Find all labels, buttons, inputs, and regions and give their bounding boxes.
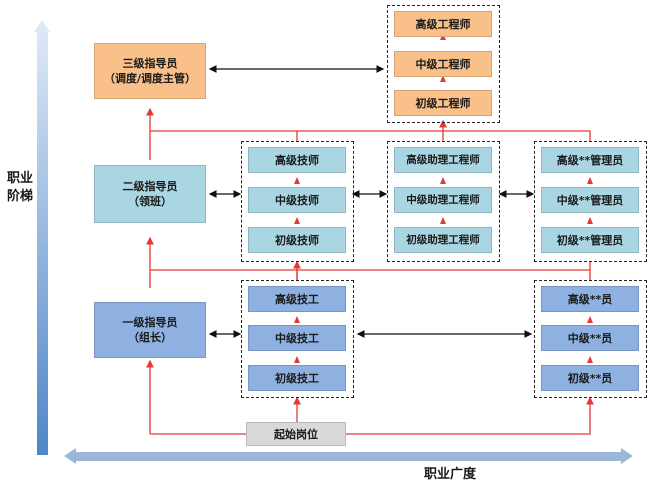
- career-ladder-axis: [37, 30, 48, 455]
- junior-manager-box: 初级**管理员: [541, 227, 639, 253]
- junior-technician-box: 初级技师: [248, 227, 346, 253]
- manager-group: [534, 141, 647, 262]
- level2-instructor-box: 二级指导员 （领班）: [94, 165, 206, 223]
- worker-group: [241, 280, 354, 398]
- senior-worker-box: 高级技工: [248, 286, 346, 312]
- level1-instructor-box: 一级指导员 （组长）: [94, 302, 206, 358]
- line-row2-join: [150, 262, 591, 271]
- career-breadth-axis-left-arrowhead: [64, 448, 76, 464]
- staff-group: [534, 280, 647, 398]
- career-breadth-axis-right-arrowhead: [621, 448, 633, 464]
- vertical-axis-label-line2: 阶梯: [6, 189, 33, 204]
- level1-title: 一级指导员: [122, 316, 178, 329]
- vertical-axis-label-line1: 职业: [6, 171, 33, 186]
- line-entry-to-staff: [346, 396, 594, 435]
- intermediate-manager-box: 中级**管理员: [541, 187, 639, 213]
- horizontal-axis-label: 职业广度: [423, 467, 476, 482]
- senior-engineer-box: 高级工程师: [394, 11, 492, 37]
- junior-staff-box: 初级**员: [541, 365, 639, 391]
- senior-staff-box: 高级**员: [541, 286, 639, 312]
- intermediate-assistant-engineer-box: 中级助理工程师: [394, 187, 492, 213]
- entry-position-box: 起始岗位: [246, 422, 346, 446]
- senior-assistant-engineer-box: 高级助理工程师: [394, 147, 492, 173]
- intermediate-technician-box: 中级技师: [248, 187, 346, 213]
- senior-manager-box: 高级**管理员: [541, 147, 639, 173]
- junior-assistant-engineer-box: 初级助理工程师: [394, 227, 492, 253]
- level3-subtitle: （调度/调度主管）: [103, 72, 197, 85]
- engineer-group: [387, 5, 500, 123]
- senior-technician-box: 高级技师: [248, 147, 346, 173]
- technician-group: [241, 141, 354, 262]
- career-ladder-axis-arrowhead: [34, 20, 50, 32]
- intermediate-engineer-box: 中级工程师: [394, 51, 492, 77]
- grade-arrows: [294, 33, 593, 363]
- level2-subtitle: （领班）: [128, 195, 172, 208]
- vertical-axis-label: 职业 阶梯: [5, 170, 35, 206]
- line-row3-join: [150, 130, 591, 141]
- junior-worker-box: 初级技工: [248, 365, 346, 391]
- level3-instructor-box: 三级指导员 （调度/调度主管）: [94, 43, 206, 99]
- intermediate-staff-box: 中级**员: [541, 325, 639, 351]
- junior-engineer-box: 初级工程师: [394, 90, 492, 116]
- intermediate-worker-box: 中级技工: [248, 325, 346, 351]
- assistant-engineer-group: [387, 141, 500, 262]
- career-breadth-axis: [75, 452, 621, 461]
- level2-title: 二级指导员: [122, 180, 178, 193]
- level3-title: 三级指导员: [122, 57, 178, 70]
- level1-subtitle: （组长）: [128, 331, 172, 344]
